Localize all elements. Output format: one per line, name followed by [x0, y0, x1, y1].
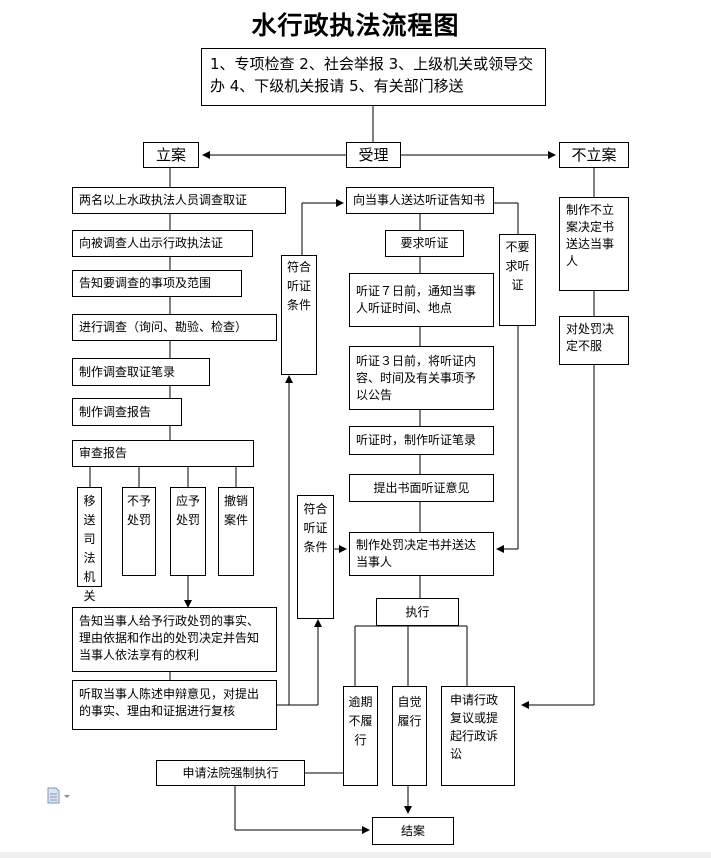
option-no-penalty: 不予处罚 — [122, 487, 156, 576]
case-sources-box: 1、专项检查 2、社会举报 3、上级机关或领导交办 4、下级机关报请 5、有关部… — [201, 48, 546, 106]
option-revoke-case: 撤销案件 — [218, 487, 254, 576]
option-penalty: 应予处罚 — [170, 487, 206, 576]
hearing-notice-box: 向当事人送达听证告知书 — [346, 187, 494, 214]
overdue-box: 逾期不履行 — [343, 686, 378, 786]
left-step-show-cert: 向被调查人出示行政执法证 — [72, 230, 253, 257]
no-case-box: 不立案 — [559, 142, 629, 168]
hearing-7day-box: 听证７日前，通知当事人听证时间、地点 — [349, 273, 494, 327]
left-step-conduct: 进行调查（询问、勘验、检查） — [72, 314, 277, 341]
option-transfer-judicial: 移送司法机关 — [77, 487, 102, 603]
left-step-review: 审查报告 — [72, 440, 254, 467]
hearing-3day-box: 听证３日前，将听证内容、时间及有关事项予以公告 — [349, 346, 494, 410]
hear-defense-box: 听取当事人陈述申辩意见，对提出的事实、理由和证据进行复核 — [72, 680, 277, 730]
left-step-report: 制作调查报告 — [72, 398, 182, 426]
page-bottom-edge — [0, 852, 711, 858]
court-enforce-box: 申请法院强制执行 — [156, 760, 305, 786]
hearing-record-box: 听证时，制作听证笔录 — [349, 426, 494, 455]
request-hearing-box: 要求听证 — [385, 230, 464, 257]
hearing-opinion-box: 提出书面听证意见 — [349, 474, 494, 502]
left-step-investigate: 两名以上水政执法人员调查取证 — [72, 187, 286, 214]
hearing-condition-1: 符合听证条件 — [281, 255, 317, 375]
file-case-box: 立案 — [143, 142, 199, 168]
page-title: 水行政执法流程图 — [251, 11, 460, 40]
execute-box: 执行 — [376, 598, 459, 626]
close-case-box: 结案 — [372, 817, 454, 845]
left-step-record: 制作调查取证笔录 — [72, 358, 210, 386]
left-step-inform-scope: 告知要调查的事项及范围 — [72, 270, 242, 297]
hearing-condition-2: 符合听证条件 — [297, 495, 334, 619]
accept-box: 受理 — [346, 142, 401, 168]
voluntary-box: 自觉履行 — [392, 686, 427, 786]
document-icon[interactable] — [46, 786, 72, 806]
no-hearing-box: 不要求听证 — [499, 234, 536, 326]
penalty-decision-box: 制作处罚决定书并送达当事人 — [349, 532, 494, 576]
notify-penalty-box: 告知当事人给予行政处罚的事实、理由依据和作出的处罚决定并告知当事人依法享有的权利 — [72, 607, 277, 672]
appeal-box: 申请行政复议或提起行政诉讼 — [441, 686, 515, 786]
no-case-decision-box: 制作不立案决定书送达当事人 — [559, 197, 629, 291]
disagree-penalty-box: 对处罚决定不服 — [559, 316, 629, 365]
